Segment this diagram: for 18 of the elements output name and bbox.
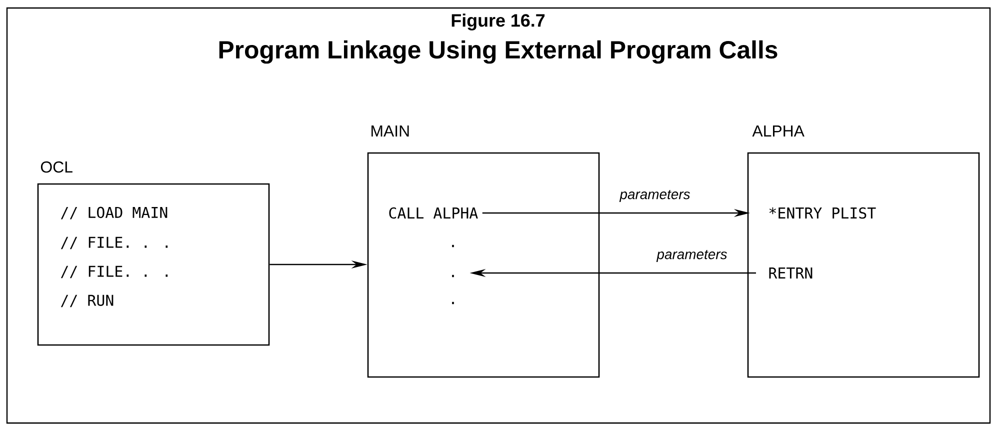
node-label: // FILE. . . xyxy=(60,236,168,250)
box-heading: ALPHA xyxy=(752,126,804,136)
code-line: . xyxy=(452,302,454,304)
code-box: // LOAD MAIN // FILE. . . // FILE. . . // RUN xyxy=(37,183,270,346)
edge-label: parameters xyxy=(618,189,692,203)
box-heading: MAIN xyxy=(372,126,409,136)
node-label: // FILE. . . xyxy=(60,266,168,278)
code-line: CALL ALPHA xyxy=(389,207,478,219)
box-heading: OCL xyxy=(40,161,72,173)
code-line: RETRN xyxy=(769,268,812,278)
code-line: *ENTRY PLIST xyxy=(769,207,876,219)
figure-title: Program Linkage Using External Program Calls xyxy=(219,40,778,64)
figure-number: Figure 16.7 xyxy=(452,14,545,30)
edge-label: parameters xyxy=(656,249,728,263)
code-line: . xyxy=(452,274,454,278)
code-line: . xyxy=(452,244,454,248)
node-label: // LOAD MAIN xyxy=(60,206,168,220)
node-label: // RUN xyxy=(60,294,114,308)
